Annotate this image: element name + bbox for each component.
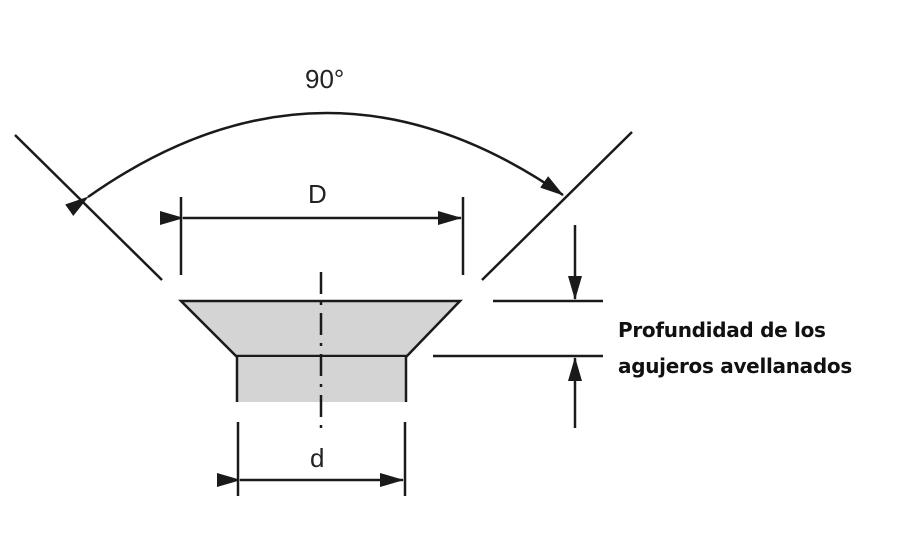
- angle-arc: [65, 111, 564, 216]
- countersink-right-flank: [481, 131, 633, 281]
- D-label: D: [308, 179, 327, 209]
- angle-label: 90°: [305, 64, 344, 94]
- depth-label-line1: Profundidad de los: [618, 318, 826, 342]
- depth-label: Profundidad de los agujeros avellanados: [618, 312, 852, 384]
- depth-label-line2: agujeros avellanados: [618, 354, 852, 378]
- countersink-left-flank: [14, 134, 163, 281]
- d-label: d: [310, 443, 324, 473]
